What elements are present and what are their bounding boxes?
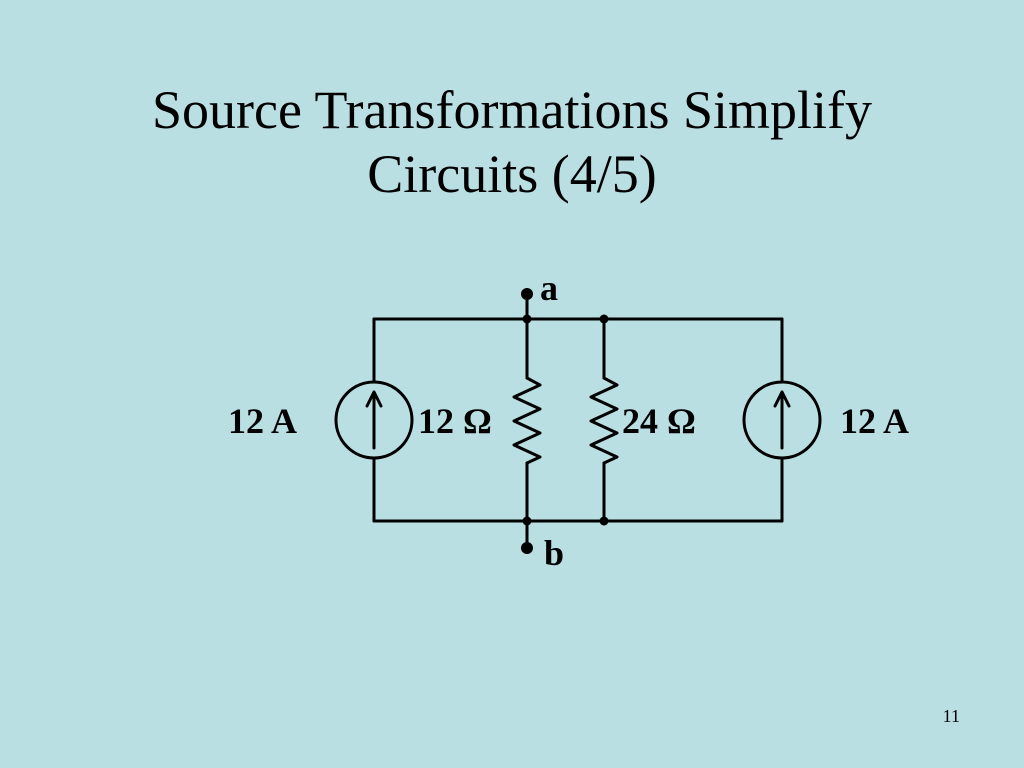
junction-node-bottom-right — [599, 516, 609, 526]
terminal-b-label: b — [544, 533, 564, 573]
slide-title-line-2: Circuits (4/5) — [367, 144, 657, 204]
slide-title-line-1: Source Transformations Simplify — [151, 80, 872, 140]
slide-title: Source Transformations Simplify Circuits… — [0, 78, 1024, 206]
resistor-1-zigzag — [512, 376, 542, 465]
right-source-arrow-head — [773, 390, 791, 408]
junction-node-top-left — [522, 314, 532, 324]
slide-number: 11 — [942, 706, 960, 726]
resistor-2-label: 24 Ω — [622, 401, 696, 441]
left-source-arrow-head — [365, 390, 383, 408]
junction-node-top-right — [599, 314, 609, 324]
terminal-a-node — [521, 288, 533, 300]
left-current-source — [334, 380, 414, 460]
right-source-label: 12 A — [840, 401, 909, 441]
left-source-label: 12 A — [228, 401, 297, 441]
terminal-b-node — [521, 542, 533, 554]
resistor-1-label: 12 Ω — [418, 401, 492, 441]
junction-node-bottom-left — [522, 516, 532, 526]
right-current-source — [742, 380, 822, 460]
terminal-a-label: a — [540, 268, 558, 308]
resistor-2-zigzag — [589, 376, 619, 465]
